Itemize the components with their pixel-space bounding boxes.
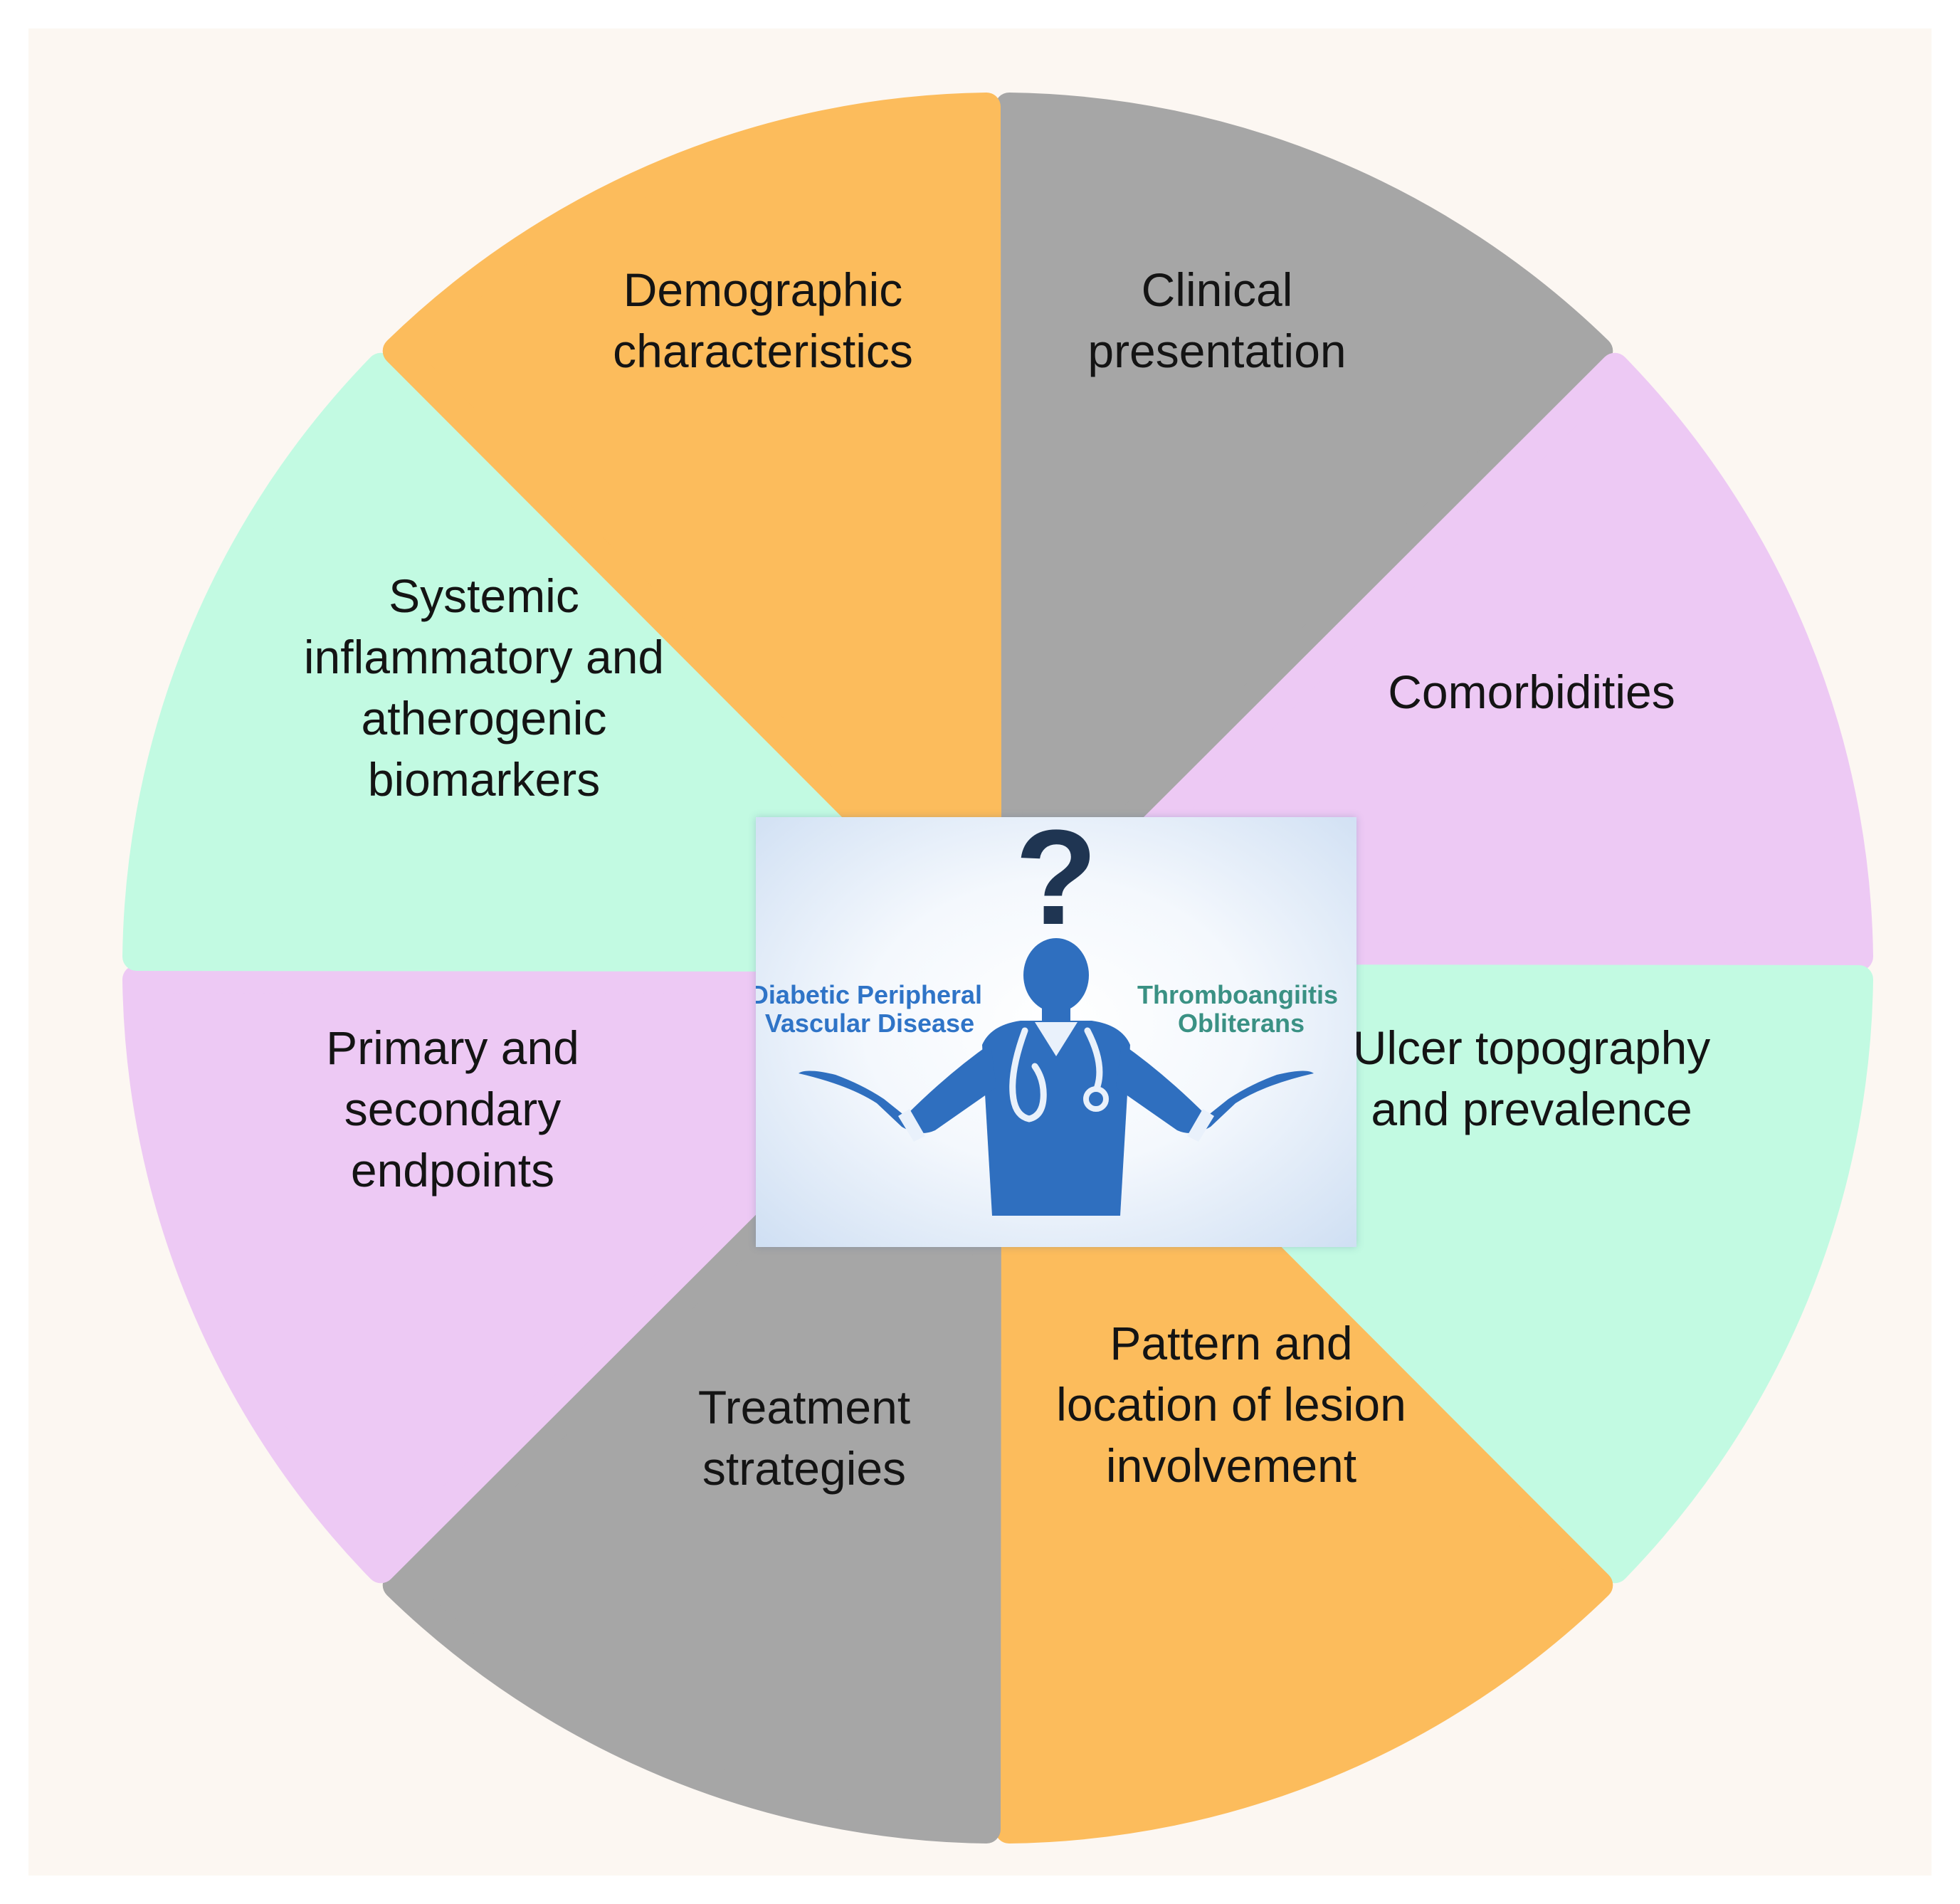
segment-label-biomarkers: Systemic inflammatory and atherogenic bioma…	[304, 569, 664, 806]
segment-label-line: Primary and	[326, 1021, 579, 1074]
segment-label-line: endpoints	[351, 1144, 554, 1196]
question-mark-icon: ?	[1015, 817, 1097, 953]
segment-label-pattern: Pattern and location of lesion involvement	[1056, 1317, 1406, 1492]
segment-label-line: characteristics	[613, 325, 913, 377]
segment-biomarkers	[382, 93, 1002, 957]
segment-label-treatment: Treatment strategies	[698, 1381, 910, 1495]
svg-text:Diabetic Peripheral Va: Diabetic Peripheral Vascular Disease	[756, 980, 989, 1038]
segment-label-line: presentation	[1087, 325, 1346, 377]
segment-label-endpoints: Primary and secondary endpoints	[326, 1021, 579, 1196]
segment-clinical	[1008, 352, 1873, 972]
segment-label-line: Clinical	[1142, 263, 1293, 316]
segment-label-line: atherogenic	[362, 692, 607, 745]
segment-label-line: involvement	[1106, 1439, 1356, 1492]
left-disease-line-1: Diabetic Peripheral	[756, 980, 982, 1009]
segment-label-line: secondary	[344, 1083, 562, 1135]
right-disease-line-2: Obliterans	[1178, 1009, 1305, 1038]
segment-label-ulcer: Ulcer topography and prevalence	[1353, 1021, 1711, 1135]
segment-label-line: inflammatory and	[304, 631, 664, 683]
figure-frame: Demographic characteristics Clinical presen…	[28, 28, 1932, 1876]
segment-label-line: Ulcer topography	[1353, 1021, 1711, 1074]
segment-label-line: and prevalence	[1371, 1083, 1692, 1135]
segment-label-clinical: Clinical presentation	[1087, 263, 1346, 377]
segment-label-line: strategies	[702, 1442, 906, 1495]
segment-label-line: Comorbidities	[1388, 666, 1675, 718]
segment-label-line: Pattern and	[1110, 1317, 1352, 1369]
segment-label-line: Demographic	[623, 263, 903, 316]
center-illustration: ?	[756, 817, 1356, 1247]
segment-endpoints	[122, 352, 987, 972]
segment-label-line: Treatment	[698, 1381, 910, 1434]
segment-label-line: location of lesion	[1056, 1378, 1406, 1431]
doctor-shrugging-icon	[799, 938, 1314, 1216]
svg-text:Thromboangiitis Oblite: Thromboangiitis Obliterans	[1137, 980, 1345, 1038]
segment-label-comorbidities: Comorbidities	[1388, 666, 1675, 718]
segment-label-demographic: Demographic characteristics	[613, 263, 913, 377]
right-disease-line-1: Thromboangiitis	[1137, 980, 1338, 1009]
segment-label-line: biomarkers	[368, 753, 600, 806]
segment-label-line: Systemic	[389, 569, 579, 622]
left-disease-line-2: Vascular Disease	[765, 1009, 974, 1038]
segment-demographic	[994, 93, 1613, 957]
